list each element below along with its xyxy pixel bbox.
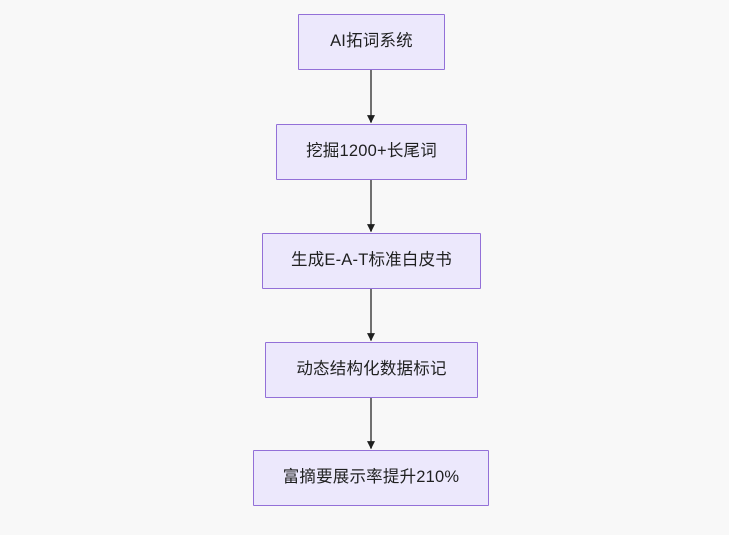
node-label: 动态结构化数据标记 (296, 360, 447, 379)
flowchart-node-structured-data-markup[interactable]: 动态结构化数据标记 (265, 342, 478, 398)
node-label: AI拓词系统 (330, 32, 413, 51)
flowchart-node-ai-keyword-system[interactable]: AI拓词系统 (298, 14, 445, 70)
node-label: 富摘要展示率提升210% (282, 468, 460, 487)
flowchart-node-rich-snippet-result[interactable]: 富摘要展示率提升210% (253, 450, 489, 506)
node-label: 挖掘1200+长尾词 (306, 142, 437, 161)
node-label: 生成E-A-T标准白皮书 (291, 251, 452, 270)
flowchart-node-longtail-keywords[interactable]: 挖掘1200+长尾词 (276, 124, 467, 180)
flowchart-node-eat-whitepaper[interactable]: 生成E-A-T标准白皮书 (262, 233, 481, 289)
